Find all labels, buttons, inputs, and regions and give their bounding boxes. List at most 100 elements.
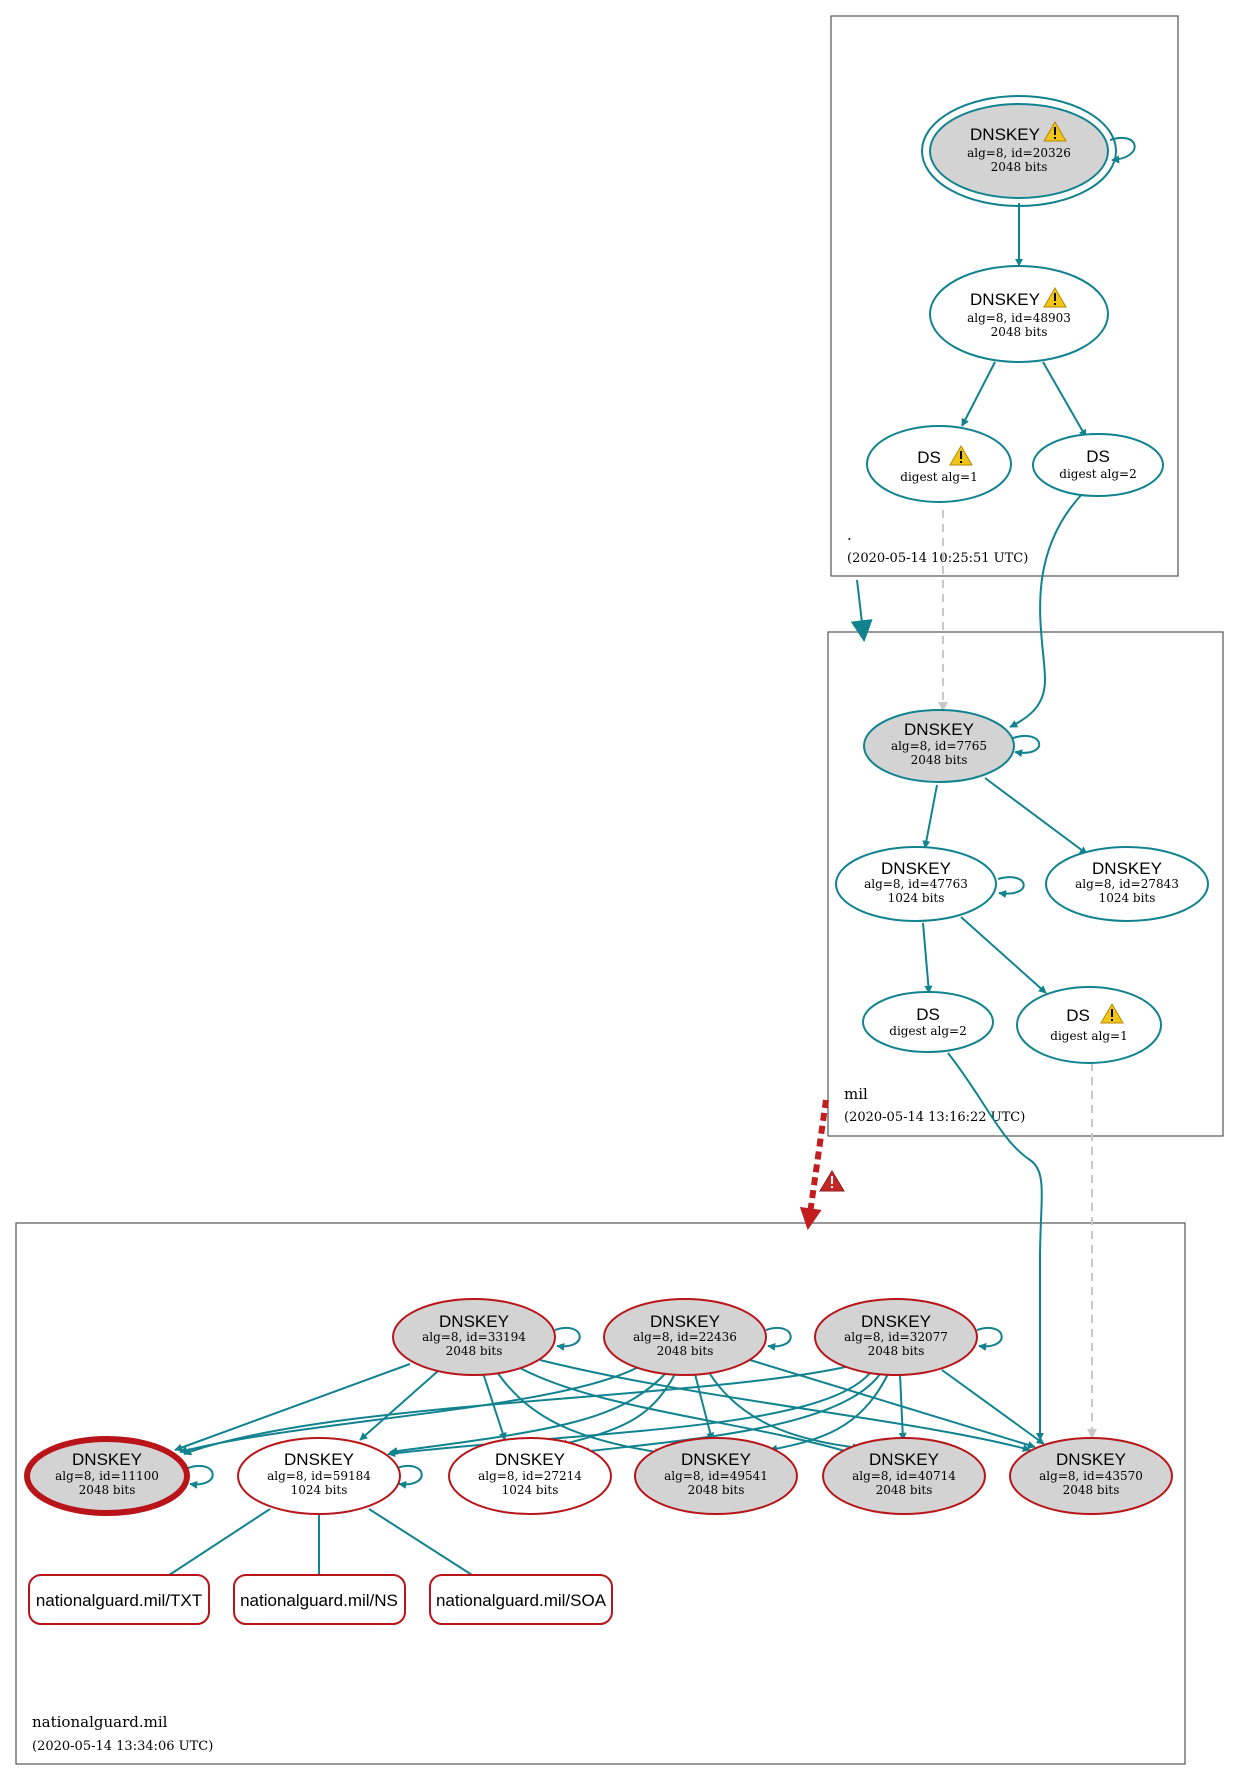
node-line1: alg=8, id=11100 [55,1469,159,1483]
node-line1: alg=8, id=49541 [664,1469,768,1483]
node-title: DNSKEY [881,859,951,878]
node-line2: 1024 bits [888,891,945,905]
node-line2: 1024 bits [291,1483,348,1497]
node-line1: alg=8, id=40714 [852,1469,956,1483]
node-line1: alg=8, id=33194 [422,1330,526,1344]
node-mil-ksk-7765[interactable]: DNSKEY alg=8, id=7765 2048 bits [863,709,1015,783]
rrset-soa[interactable]: nationalguard.mil/SOA [429,1574,613,1625]
node-line1: alg=8, id=47763 [864,877,968,891]
edge-milzsk1-self [997,876,1025,898]
edge-rootzsk-ds1 [961,361,996,427]
node-title: DS [916,1005,940,1024]
node-ng-dnskey-33194[interactable]: DNSKEY alg=8, id=33194 2048 bits [392,1298,556,1376]
delegation-root-to-mil [850,579,873,643]
node-ng-dnskey-49541[interactable]: DNSKEY alg=8, id=49541 2048 bits [634,1437,798,1515]
node-line1: alg=8, id=59184 [267,1469,371,1483]
node-title: DNSKEY [904,720,974,739]
node-line1: alg=8, id=43570 [1039,1469,1143,1483]
node-title: DNSKEY [1056,1450,1126,1469]
zone-mil-name: mil [844,1085,868,1103]
node-root-zsk-48903[interactable]: DNSKEY alg=8, id=48903 2048 bits [929,265,1109,363]
node-line1: alg=8, id=27214 [478,1469,582,1483]
node-title: DS [1086,447,1110,466]
warning-icon [949,445,973,466]
zone-ng-name: nationalguard.mil [32,1713,168,1731]
node-line2: 2048 bits [688,1483,745,1497]
node-mil-ds-digest2[interactable]: DS digest alg=2 [862,991,994,1053]
edge-rootzsk-ds2 [1042,361,1087,438]
node-line1: digest alg=2 [889,1024,966,1038]
rrset-label: nationalguard.mil/SOA [436,1591,607,1610]
node-title: DNSKEY [861,1312,931,1331]
node-line2: 2048 bits [446,1344,503,1358]
node-line2: 1024 bits [502,1483,559,1497]
node-line1: digest alg=1 [1050,1029,1127,1043]
node-title: DNSKEY [495,1450,565,1469]
node-line2: 2048 bits [1063,1483,1120,1497]
node-mil-zsk-47763[interactable]: DNSKEY alg=8, id=47763 1024 bits [835,846,997,922]
node-mil-ds-digest1[interactable]: DS digest alg=1 [1016,986,1162,1064]
warning-icon [1100,1003,1124,1024]
edge-milzsk1-ds2 [922,922,933,994]
node-line2: 2048 bits [991,160,1048,174]
node-root-ksk-20326[interactable]: DNSKEY alg=8, id=20326 2048 bits [921,95,1117,207]
node-ng-dnskey-32077[interactable]: DNSKEY alg=8, id=32077 2048 bits [814,1298,978,1376]
node-title: DS [917,448,941,467]
node-title: DNSKEY [650,1312,720,1331]
node-line2: 2048 bits [876,1483,933,1497]
node-title: DNSKEY [970,290,1040,309]
zone-mil-timestamp: (2020-05-14 13:16:22 UTC) [844,1110,1025,1125]
node-mil-zsk-27843[interactable]: DNSKEY alg=8, id=27843 1024 bits [1045,846,1209,922]
node-line1: alg=8, id=27843 [1075,877,1179,891]
edge-milds2-ng43570 [947,1052,1044,1441]
node-root-ds-digest1[interactable]: DS digest alg=1 [866,425,1012,503]
node-line2: 1024 bits [1099,891,1156,905]
rrset-txt[interactable]: nationalguard.mil/TXT [28,1574,210,1625]
node-ng-dnskey-27214[interactable]: DNSKEY alg=8, id=27214 1024 bits [448,1437,612,1515]
rrset-label: nationalguard.mil/NS [240,1591,398,1610]
zone-root-timestamp: (2020-05-14 10:25:51 UTC) [847,551,1028,566]
node-ng-dnskey-11100[interactable]: DNSKEY alg=8, id=11100 2048 bits [24,1436,190,1516]
rrset-label: nationalguard.mil/TXT [36,1591,202,1610]
edge-milksk-zsk1 [922,784,938,849]
edge-milksk-zsk2 [984,777,1088,855]
edge-rootds2-milksk [1009,492,1084,728]
node-line1: digest alg=2 [1059,467,1136,481]
delegation-mil-to-ng-insecure [799,1099,829,1231]
node-title: DNSKEY [439,1312,509,1331]
node-title: DS [1066,1006,1090,1025]
node-ng-dnskey-59184[interactable]: DNSKEY alg=8, id=59184 1024 bits [237,1437,401,1515]
node-root-ds-digest2[interactable]: DS digest alg=2 [1032,433,1164,497]
node-line2: 2048 bits [911,753,968,767]
node-title: DNSKEY [72,1450,142,1469]
node-line1: alg=8, id=48903 [967,311,1071,325]
node-title: DNSKEY [869,1450,939,1469]
node-title: DNSKEY [970,125,1040,144]
edge-milksk-self [1012,735,1041,758]
edge-rootksk-self [1109,137,1136,164]
edge-milzsk1-ds1 [960,916,1047,994]
node-line1: digest alg=1 [900,470,977,484]
node-title: DNSKEY [1092,859,1162,878]
node-line2: 2048 bits [79,1483,136,1497]
node-line1: alg=8, id=32077 [844,1330,948,1344]
node-line2: 2048 bits [868,1344,925,1358]
node-ng-dnskey-22436[interactable]: DNSKEY alg=8, id=22436 2048 bits [603,1298,767,1376]
node-line2: 2048 bits [657,1344,714,1358]
node-title: DNSKEY [681,1450,751,1469]
zone-ng-timestamp: (2020-05-14 13:34:06 UTC) [32,1739,213,1754]
warning-icon [1043,121,1067,142]
node-title: DNSKEY [284,1450,354,1469]
node-line1: alg=8, id=22436 [633,1330,737,1344]
node-line1: alg=8, id=7765 [891,739,987,753]
node-ng-dnskey-43570[interactable]: DNSKEY alg=8, id=43570 2048 bits [1009,1437,1173,1515]
rrset-ns[interactable]: nationalguard.mil/NS [233,1574,406,1625]
zone-root-name: . [847,526,852,544]
node-ng-dnskey-40714[interactable]: DNSKEY alg=8, id=40714 2048 bits [822,1437,986,1515]
warning-icon [1043,287,1067,308]
delegation-error-icon [819,1170,845,1192]
ng-edges [156,1327,1045,1584]
node-line2: 2048 bits [991,325,1048,339]
node-line1: alg=8, id=20326 [967,146,1071,160]
